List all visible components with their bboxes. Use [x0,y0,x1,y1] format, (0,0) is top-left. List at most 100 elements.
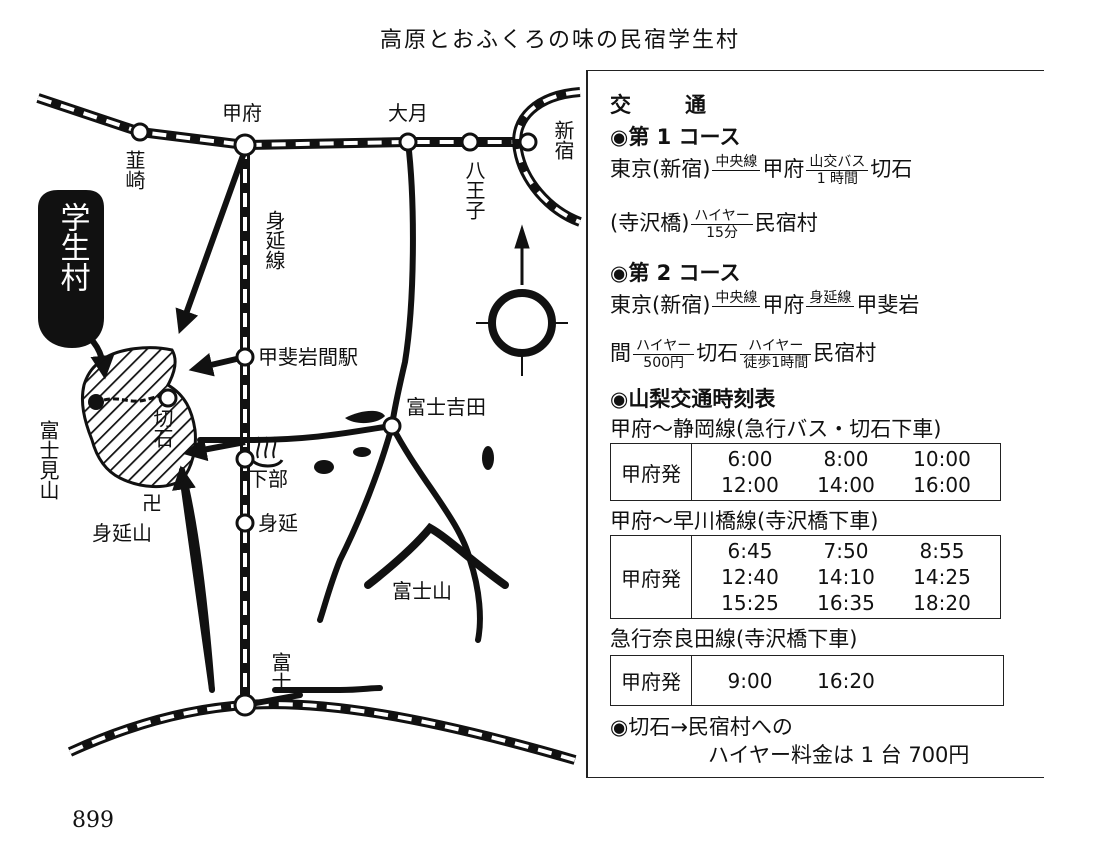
minshuku-village-marker [88,394,104,410]
label-fujimiyama: 富士見山 [36,420,60,500]
label-otsuki: 大月 [388,101,428,125]
course1-destination: 民宿村 [754,211,818,235]
route2-times: 6:45 7:50 8:55 12:40 14:10 14:25 15:25 16:35 18:… [692,536,1000,618]
course2-leg4-alt: 徒歩1時間 [743,354,809,371]
course1-leg1: 中央線 [712,154,761,187]
station-kofu [233,133,257,157]
course1-bridge: (寺沢橋) [610,211,690,235]
route1-name: 甲府〜静岡線(急行バス・切石下車) [610,417,942,441]
course1-leg1-mode: 中央線 [712,154,761,171]
station-shimobe [235,449,255,469]
course1-stop: 切石 [870,157,913,181]
route2-name: 甲府〜早川橋線(寺沢橋下車) [610,509,879,533]
route1-time: 12:00 [721,473,779,497]
label-shinjuku: 新宿 [551,120,575,160]
station-nirasaki [130,122,150,142]
course2-leg2-mode: 身延線 [806,290,855,307]
compass-icon [476,224,568,376]
tokaido-line [67,699,577,765]
route2-time: 7:50 [823,539,869,563]
course1-heading: ◉第 1 コース [610,125,741,149]
route3-times: 9:00 16:20 [692,656,1000,705]
label-minobusan: 身延山 [92,521,152,545]
course2-stop: 切石 [696,341,739,365]
label-minobu: 身延 [258,511,298,535]
stations [130,122,538,717]
course1-origin: 東京(新宿) [610,157,711,181]
label-kofu: 甲府 [222,101,262,125]
traffic-heading: 交通 [610,93,760,117]
course2-leg2: 身延線 [806,290,855,323]
taxi-note-line2: ハイヤー料金は 1 台 700円 [708,743,970,767]
label-minobu-line: 身延線 [262,210,286,270]
course2-origin: 東京(新宿) [610,293,711,317]
course2-leg4-mode: ハイヤー [740,338,812,355]
route2-time: 14:25 [913,565,971,589]
route1-time: 8:00 [823,447,869,471]
route-map: 学生村 韮崎 甲府 大月 八王子 新宿 身延線 甲斐岩間駅 富士吉田 富士見山 … [36,87,582,765]
station-hachioji [460,132,480,152]
course1-leg2-mode: 山交バス [806,154,869,171]
route3-timetable: 甲府発 9:00 16:20 [610,655,1004,706]
course2-line1: 東京(新宿)中央線 甲府身延線 甲斐岩 [610,289,919,323]
route3-time: 16:20 [817,668,875,693]
route2-time: 8:55 [919,539,965,563]
course1-transfer: 甲府 [762,157,805,181]
route2-time: 15:25 [721,591,779,615]
station-fujiyoshida [382,416,402,436]
route1-time: 10:00 [913,447,971,471]
course2-leg4: ハイヤー徒歩1時間 [740,338,812,371]
station-fuji [233,693,257,717]
course2-leg3-fare: 500円 [643,354,685,371]
course2-heading: ◉第 2 コース [610,261,741,285]
route1-time: 6:00 [727,447,773,471]
student-village-area [80,346,197,489]
temple-icon: 卍 [142,491,162,515]
course2-transfer: 甲府 [762,293,805,317]
station-minobu [235,513,255,533]
label-kai-iwama-station: 甲斐岩間駅 [258,345,358,369]
course2-station-part1: 甲斐岩 [856,293,920,317]
course2-leg3-mode: ハイヤー [633,338,695,355]
route3-departure-label: 甲府発 [611,656,692,705]
label-fujisan: 富士山 [392,579,452,603]
label-kiriishi: 切石 [150,408,174,448]
course1-leg2-time: 1 時間 [816,170,859,187]
route1-departure-label: 甲府発 [611,444,692,500]
station-otsuki [398,132,418,152]
course2-leg1: 中央線 [712,290,761,323]
route2-time: 16:35 [817,591,875,615]
lakes [314,410,494,474]
student-village-label: 学生村 [55,202,91,292]
course1-leg3-mode: ハイヤー [691,208,753,225]
page-title: 高原とおふくろの味の民宿学生村 [379,28,740,53]
course2-leg1-mode: 中央線 [712,290,761,307]
taxi-note-line1: ◉切石→民宿村への [610,715,793,739]
route2-time: 14:10 [817,565,875,589]
route2-time: 12:40 [721,565,779,589]
chuo-line [36,93,528,151]
label-hachioji: 八王子 [462,160,486,220]
course2-destination: 民宿村 [813,341,877,365]
route2-time: 6:45 [727,539,773,563]
roads [179,139,483,708]
timetable-heading: ◉山梨交通時刻表 [610,387,776,411]
station-shinjuku [518,132,538,152]
route1-time: 16:00 [913,473,971,497]
label-fujiyoshida: 富士吉田 [406,395,486,419]
route2-departure-label: 甲府発 [611,536,692,618]
route2-time: 18:20 [913,591,971,615]
course1-leg3-time: 15分 [706,224,738,241]
route3-name: 急行奈良田線(寺沢橋下車) [610,627,858,651]
route3-time: 9:00 [727,668,773,693]
course2-station-part2: 間 [610,341,631,365]
mt-fuji-outline [364,522,509,589]
label-shimobe: 下部 [248,467,288,491]
